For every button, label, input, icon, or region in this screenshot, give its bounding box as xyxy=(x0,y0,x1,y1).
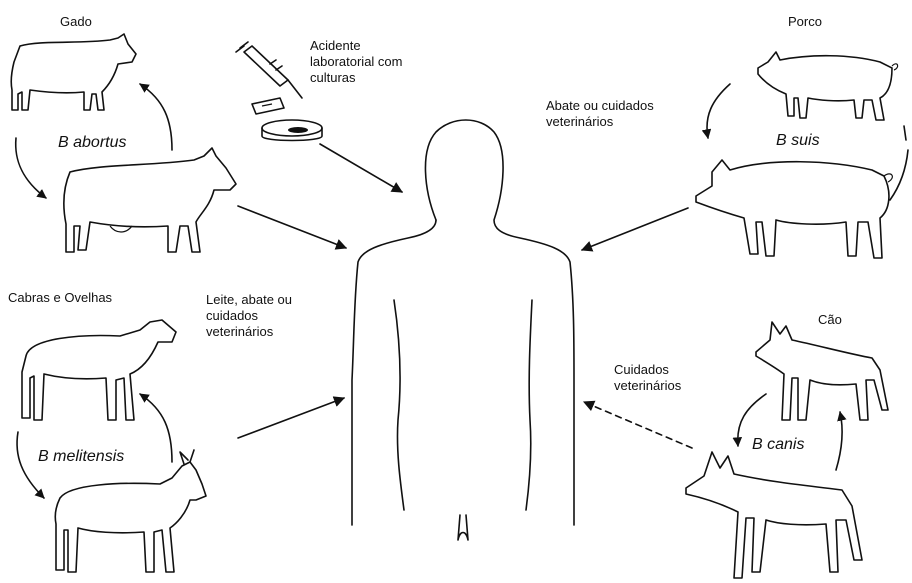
label-dog: Cão xyxy=(818,312,842,328)
dog-icon xyxy=(686,452,862,578)
goat-icon xyxy=(55,450,206,572)
pig-icon xyxy=(696,160,892,258)
label-cattle: Gado xyxy=(60,14,92,30)
petri-dish-icon xyxy=(262,120,322,141)
label-dog-route: Cuidados veterinários xyxy=(614,362,681,394)
label-goat-route: Leite, abate ou cuidados veterinários xyxy=(206,292,292,340)
arrow-pig-to-human xyxy=(582,208,688,250)
species-suis: B suis xyxy=(776,132,820,150)
label-lab-accident: Acidente laboratorial com culturas xyxy=(310,38,403,86)
arrow-goat-to-human xyxy=(238,398,344,438)
partial-arrow xyxy=(890,150,908,200)
syringe-icon xyxy=(236,42,302,98)
species-melitensis: B melitensis xyxy=(38,448,124,466)
arrow-dog-to-human xyxy=(584,402,692,448)
cow-icon xyxy=(11,34,136,110)
species-canis: B canis xyxy=(752,436,804,454)
slide-icon xyxy=(252,98,284,114)
arrow-cattle-to-human xyxy=(238,206,346,248)
label-pig-route: Abate ou cuidados veterinários xyxy=(546,98,654,130)
label-goats-sheep: Cabras e Ovelhas xyxy=(8,290,112,306)
label-pig: Porco xyxy=(788,14,822,30)
pig-icon xyxy=(758,52,898,120)
arrow-lab-to-human xyxy=(320,144,402,192)
cow-icon xyxy=(64,148,236,252)
dog-icon xyxy=(756,322,888,420)
species-abortus: B abortus xyxy=(58,134,126,152)
